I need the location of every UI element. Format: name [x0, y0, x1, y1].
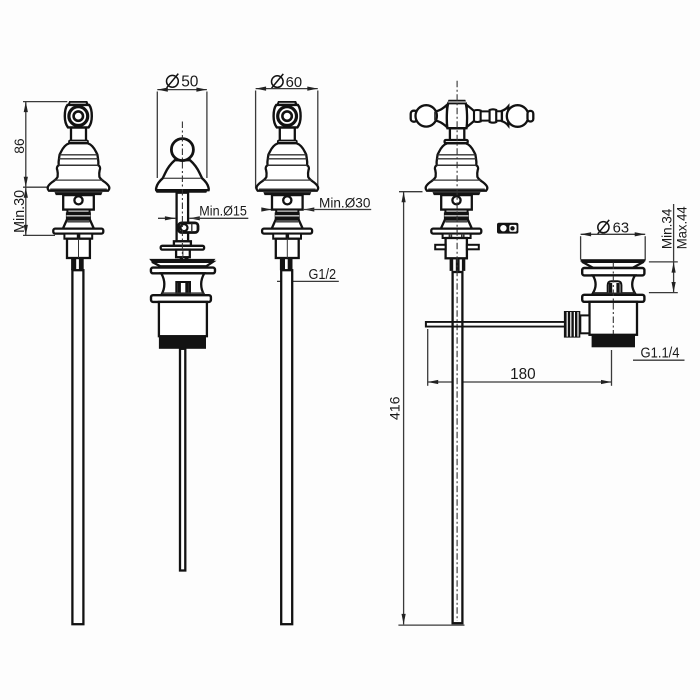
svg-text:G1/2: G1/2 — [309, 267, 337, 283]
svg-text:60: 60 — [286, 75, 302, 91]
svg-text:G1.1/4: G1.1/4 — [641, 346, 680, 362]
svg-text:Min.Ø30: Min.Ø30 — [319, 194, 371, 210]
svg-text:180: 180 — [510, 366, 536, 383]
svg-text:86: 86 — [12, 138, 27, 154]
svg-text:Min.30: Min.30 — [12, 190, 28, 233]
svg-text:416: 416 — [387, 396, 403, 420]
svg-text:Min.Ø15: Min.Ø15 — [199, 203, 247, 219]
svg-text:63: 63 — [613, 220, 629, 236]
svg-text:Min.34: Min.34 — [658, 208, 674, 249]
svg-text:Max.44: Max.44 — [673, 206, 689, 249]
svg-text:50: 50 — [181, 74, 199, 91]
